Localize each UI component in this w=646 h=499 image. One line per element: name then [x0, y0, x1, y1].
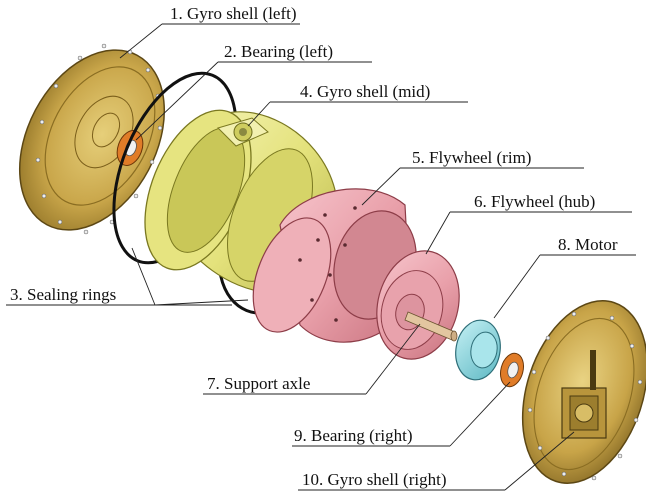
label-flywheel-rim: 5. Flywheel (rim) [412, 148, 531, 167]
label-gyro-shell-left: 1. Gyro shell (left) [170, 4, 297, 23]
label-sealing-rings: 3. Sealing rings [10, 285, 116, 304]
label-bearing-left: 2. Bearing (left) [224, 42, 333, 61]
gyro-shell-mid [144, 109, 336, 294]
support-axle [404, 311, 458, 342]
gyro-shell-right [521, 300, 646, 484]
label-bearing-right: 9. Bearing (right) [294, 426, 413, 445]
gyro-shell-left [18, 43, 166, 235]
label-motor: 8. Motor [558, 235, 618, 254]
label-support-axle: 7. Support axle [207, 374, 310, 393]
bearing-right [499, 352, 525, 388]
leader-lines [6, 23, 636, 491]
motor [455, 319, 501, 381]
label-gyro-shell-right: 10. Gyro shell (right) [302, 470, 446, 489]
label-flywheel-hub: 6. Flywheel (hub) [474, 192, 595, 211]
labels: 1. Gyro shell (left) 2. Bearing (left) 4… [10, 4, 618, 489]
label-gyro-shell-mid: 4. Gyro shell (mid) [300, 82, 430, 101]
